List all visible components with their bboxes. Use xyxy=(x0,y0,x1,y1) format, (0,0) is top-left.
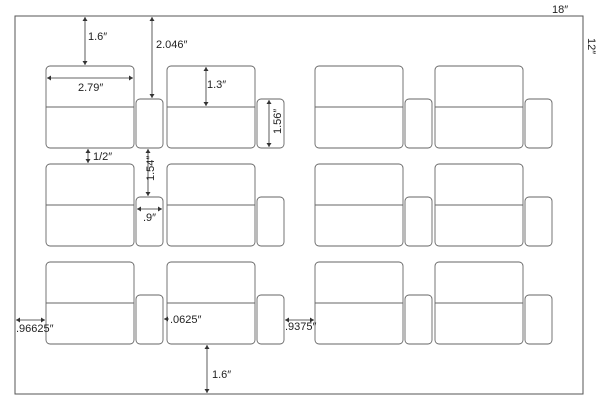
group-gap-arrow-left xyxy=(285,317,289,323)
small-label-height-label: 1.56″ xyxy=(272,109,284,134)
top-margin-large-arrow-top xyxy=(82,17,88,21)
top-margin-large-label: 1.6″ xyxy=(88,31,107,43)
group-gap-label: .9375″ xyxy=(285,321,317,333)
large-label-width-label: 2.79″ xyxy=(78,82,103,94)
small-label-width-arrow-left xyxy=(137,206,141,212)
large-label-top-height-label: 1.3″ xyxy=(207,79,226,91)
small-label-height-arrow-top xyxy=(266,100,272,104)
left-margin-arrow-right xyxy=(41,317,45,323)
row-gap-arrow-bottom xyxy=(85,159,91,163)
sheet-width-label: 18″ xyxy=(552,4,568,16)
dimension-annotations xyxy=(16,17,314,393)
left-margin-arrow-left xyxy=(16,317,20,323)
small-label xyxy=(135,294,164,345)
small-label xyxy=(524,294,553,345)
label-gap-label: .0625″ xyxy=(170,314,202,326)
small-label-width-label: .9″ xyxy=(143,212,156,224)
small-label xyxy=(256,98,285,149)
large-label-width-arrow-right xyxy=(129,75,133,81)
label-gap-arrow xyxy=(164,316,168,322)
bottom-margin-arrow-top xyxy=(204,345,210,349)
small-label xyxy=(404,98,433,149)
small-label-offset-arrow-bottom xyxy=(145,192,151,196)
top-margin-small-arrow-bottom xyxy=(149,94,155,98)
top-margin-small-label: 2.046″ xyxy=(156,39,188,51)
small-label xyxy=(524,98,553,149)
bottom-margin-arrow-bottom xyxy=(204,389,210,393)
top-margin-small-arrow-top xyxy=(149,17,155,21)
label-grid xyxy=(45,65,553,345)
small-label-offset-label: 1.54″ xyxy=(145,156,157,181)
sheet-height-label: 12″ xyxy=(585,38,597,54)
small-label-width-arrow-right xyxy=(158,206,162,212)
small-label xyxy=(256,294,285,345)
small-label xyxy=(404,294,433,345)
bottom-margin-label: 1.6″ xyxy=(212,369,231,381)
large-label-top-height-arrow-top xyxy=(203,67,209,71)
small-label-offset-arrow-top xyxy=(145,149,151,153)
small-label xyxy=(135,98,164,149)
large-label-top-height-arrow-bottom xyxy=(203,102,209,106)
row-gap-arrow-top xyxy=(85,149,91,153)
small-label-height-arrow-bottom xyxy=(266,143,272,147)
small-label xyxy=(256,196,285,247)
small-label xyxy=(524,196,553,247)
group-gap-arrow-right xyxy=(310,317,314,323)
row-gap-label: 1/2″ xyxy=(93,151,112,163)
left-margin-label: .96625″ xyxy=(16,323,54,335)
small-label xyxy=(404,196,433,247)
large-label-width-arrow-left xyxy=(47,75,51,81)
top-margin-large-arrow-bottom xyxy=(82,61,88,65)
